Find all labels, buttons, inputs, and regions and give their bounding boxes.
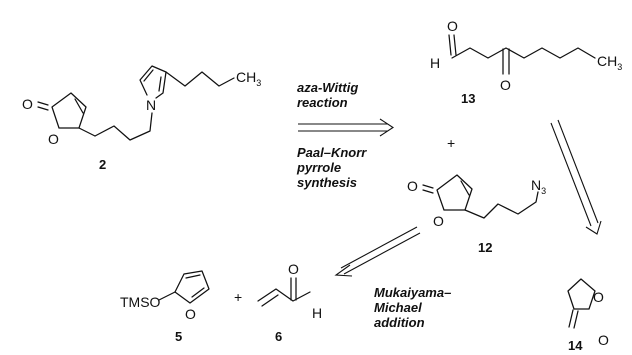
compound-14-carbonyl-oxygen: O <box>598 332 609 348</box>
compound-13-aldehyde-oxygen: O <box>447 18 458 34</box>
compound-13-ch3: CH3 <box>597 53 622 72</box>
step-mukaiyama-line2: Michael <box>374 300 422 315</box>
compound-5-ring-oxygen: O <box>185 306 196 322</box>
compound-6-aldehyde-h: H <box>312 305 322 321</box>
compound-6-number: 6 <box>275 329 282 344</box>
compound-12 <box>422 174 539 219</box>
compound-13-number: 13 <box>461 91 475 106</box>
retro-arrow-to-14 <box>550 119 602 235</box>
compound-2-carbonyl-oxygen: O <box>22 96 33 112</box>
plus-sign-1: + <box>447 135 455 151</box>
compound-5-tms-oxy: TMSO <box>120 294 161 310</box>
compound-6 <box>257 277 311 307</box>
compound-2: O O N CH3 2 <box>22 65 261 172</box>
compound-2-number: 2 <box>99 157 106 172</box>
compound-12-ring-oxygen: O <box>433 213 444 229</box>
step-mukaiyama-line1: Mukaiyama– <box>374 285 451 300</box>
compound-2-ch3: CH3 <box>236 69 261 88</box>
retro-arrow-to-5-and-6 <box>334 226 421 277</box>
compound-12-azide: N3 <box>531 177 546 196</box>
compound-2-propyl-linker <box>94 112 153 141</box>
step-mukaiyama-line3: addition <box>374 315 425 330</box>
compound-2-butenolide <box>37 92 96 137</box>
compound-14 <box>567 278 596 329</box>
compound-13-aldehyde-h: H <box>430 55 440 71</box>
step-paal-knorr-line1: Paal–Knorr <box>297 145 367 160</box>
step-aza-wittig-line2: reaction <box>297 95 348 110</box>
retro-arrow-main <box>298 118 395 137</box>
compound-13 <box>448 34 596 75</box>
compound-12-carbonyl-oxygen: O <box>407 178 418 194</box>
compound-2-pyrrole <box>139 65 167 99</box>
compound-5 <box>158 270 210 304</box>
compound-6-oxygen: O <box>288 261 299 277</box>
step-aza-wittig-line1: aza-Wittig <box>297 80 358 95</box>
compound-2-ring-oxygen: O <box>48 131 59 147</box>
step-paal-knorr-line3: synthesis <box>297 175 357 190</box>
step-paal-knorr-line2: pyrrole <box>296 160 341 175</box>
compound-14-number: 14 <box>568 338 583 353</box>
compound-2-nitrogen: N <box>146 97 156 113</box>
compound-14-ring-oxygen: O <box>593 289 604 305</box>
plus-sign-2: + <box>234 289 242 305</box>
compound-12-number: 12 <box>478 240 492 255</box>
compound-2-butyl-chain <box>165 71 235 87</box>
compound-5-number: 5 <box>175 329 182 344</box>
compound-13-ketone-oxygen: O <box>500 77 511 93</box>
